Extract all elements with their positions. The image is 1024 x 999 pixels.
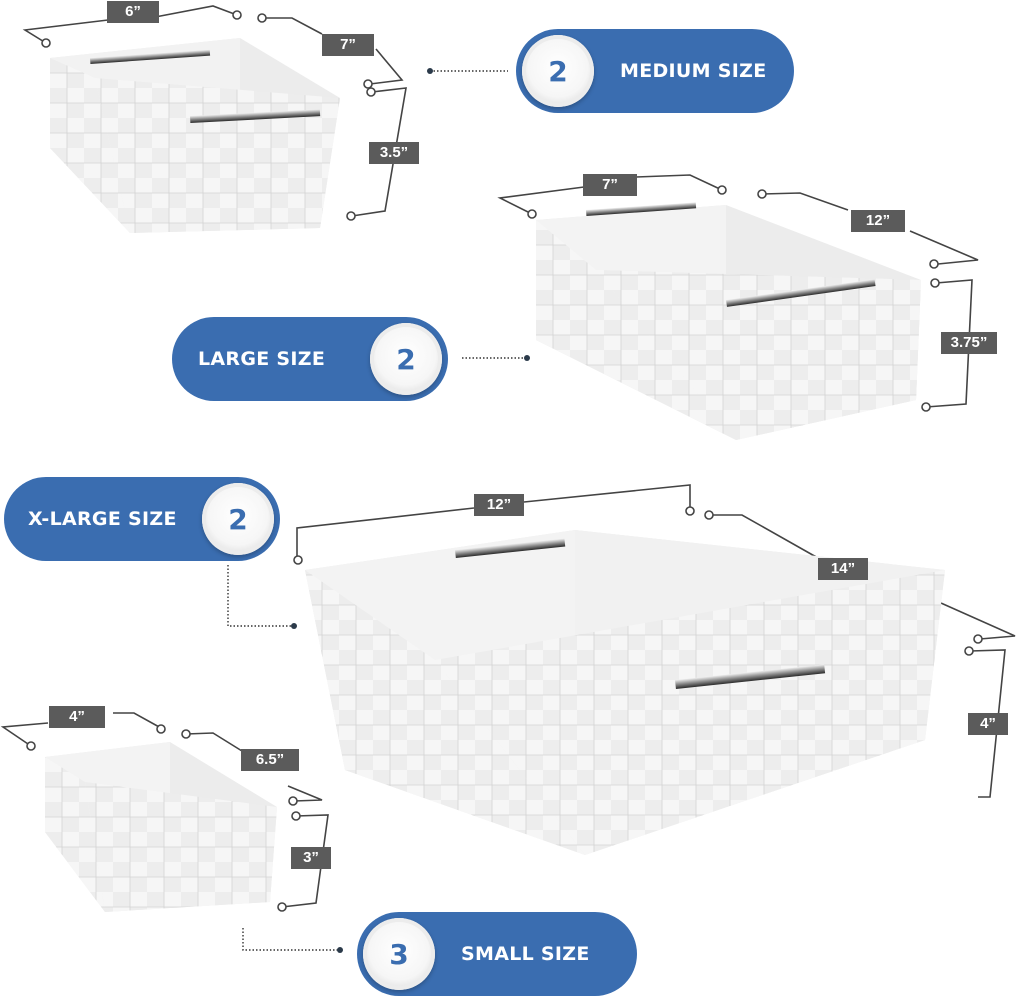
xlarge-basket-image <box>305 530 955 855</box>
xlarge-length-tag: 14” <box>818 558 868 580</box>
large-width-tag: 7” <box>583 174 637 196</box>
small-basket-image <box>45 742 277 912</box>
small-length-tag: 6.5” <box>241 749 299 771</box>
count-disc: 2 <box>202 483 274 555</box>
xlarge-label: X-LARGE SIZE <box>28 508 177 530</box>
large-length-tag: 12” <box>851 210 905 232</box>
count-disc: 2 <box>370 323 442 395</box>
small-height-tag: 3” <box>291 847 331 869</box>
large-label: LARGE SIZE <box>198 348 326 370</box>
medium-count: 2 <box>548 54 568 88</box>
medium-width-tag: 6” <box>107 1 159 23</box>
medium-size-badge: 2 MEDIUM SIZE <box>516 29 794 113</box>
large-size-badge: LARGE SIZE 2 <box>172 317 448 401</box>
small-size-badge: 3 SMALL SIZE <box>357 912 637 996</box>
large-basket-image <box>536 200 921 440</box>
small-count: 3 <box>389 937 409 971</box>
medium-length-tag: 7” <box>322 34 374 56</box>
large-count: 2 <box>396 342 416 376</box>
medium-label: MEDIUM SIZE <box>620 60 767 82</box>
xlarge-size-badge: X-LARGE SIZE 2 <box>4 477 280 561</box>
medium-height-tag: 3.5” <box>369 142 419 164</box>
count-disc: 2 <box>522 35 594 107</box>
small-width-tag: 4” <box>49 706 105 728</box>
small-label: SMALL SIZE <box>461 943 590 965</box>
large-height-tag: 3.75” <box>941 332 997 354</box>
xlarge-count: 2 <box>228 502 248 536</box>
count-disc: 3 <box>363 918 435 990</box>
xlarge-height-tag: 4” <box>968 713 1008 735</box>
xlarge-width-tag: 12” <box>474 494 524 516</box>
medium-basket-image <box>50 28 360 233</box>
